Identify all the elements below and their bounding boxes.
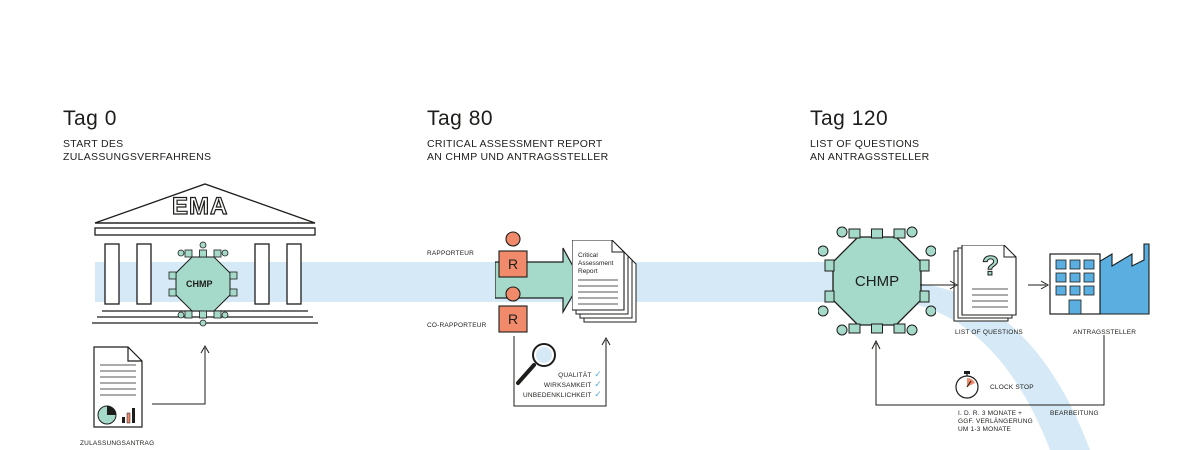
loop-duration: I. D. R. 3 MONATE + GGF. VERLÄNGERUNG UM… [958,410,1033,434]
stage-1-subtitle-line2: AN CHMP UND ANTRAGSSTELLER [427,151,609,163]
report-title-line3: Report [578,268,598,275]
ema-label: EMA [171,192,229,220]
ema-chmp-label: CHMP [186,279,213,289]
report-title-line1: Critical [578,252,598,259]
check-icon: ✓ [591,379,602,389]
chmp-committee-icon [818,226,936,336]
stage-0-day: Tag 0 [63,107,117,130]
stage-2-subtitle-line2: AN ANTRAGSSTELLER [810,151,930,163]
co-rapporteur-label: CO-RAPPORTEUR [427,322,487,329]
list-of-questions-icon [953,245,1017,322]
co-rapporteur-badge: R [507,311,519,327]
criterion-efficacy: WIRKSAMKEIT ✓ [543,379,602,390]
questions-label: LIST OF QUESTIONS [955,329,1023,336]
report-title: Critical Assessment Report [578,252,613,276]
stage-1-subtitle-line1: CRITICAL ASSESSMENT REPORT [427,138,603,150]
criterion-safety: UNBEDENKLICHKEIT ✓ [522,389,602,400]
application-connector [152,344,210,405]
application-document-icon [93,346,143,428]
rapporteur-badge: R [507,256,519,272]
evaluation-bracket [513,336,611,407]
stage-1-day: Tag 80 [427,107,494,130]
stopwatch-icon [955,371,979,399]
rapporteur-label: RAPPORTEUR [427,250,475,257]
co-rapporteur-figure [498,286,528,333]
clock-stop-loop [871,335,1105,406]
loop-duration-line3: UM 1-3 MONATE [958,426,1012,433]
criterion-quality: QUALITÄT ✓ [558,369,602,380]
chmp-label: CHMP [854,273,900,290]
flow-curve [905,282,1090,450]
report-title-line2: Assessment [578,260,614,267]
ema-building-icon [92,183,318,327]
applicant-building-icon [1049,243,1150,315]
stage-0-subtitle-line1: START DES [63,138,124,150]
loop-processing: BEARBEITUNG [1050,410,1099,417]
application-label: ZULASSUNGSANTRAG [80,440,155,447]
criteria-list: QUALITÄT ✓ WIRKSAMKEIT ✓ UNBEDENKLICHKEI… [520,370,602,400]
stage-2-subtitle: LIST OF QUESTIONS AN ANTRAGSSTELLER [810,138,929,164]
applicant-label: ANTRAGSSTELLER [1073,329,1137,336]
clock-stop-label: CLOCK STOP [990,384,1034,391]
ema-chmp-table [168,241,238,327]
rapporteur-figure [498,231,528,278]
check-icon: ✓ [591,389,602,399]
loop-duration-line1: I. D. R. 3 MONATE + [958,410,1023,417]
stage-0-subtitle: START DES ZULASSUNGSVERFAHRENS [63,138,211,164]
question-mark-icon: ? [981,250,1000,282]
flow-arrows [920,280,1050,290]
stage-2-subtitle-line1: LIST OF QUESTIONS [810,138,920,150]
stage-1-subtitle: CRITICAL ASSESSMENT REPORT AN CHMP UND A… [427,138,608,164]
loop-duration-line2: GGF. VERLÄNGERUNG [958,418,1033,425]
assessment-report-icon [572,240,637,323]
magnifier-icon [516,343,556,385]
stage-0-subtitle-line2: ZULASSUNGSVERFAHRENS [63,151,212,163]
stage-2-day: Tag 120 [810,107,889,130]
check-icon: ✓ [591,369,602,379]
